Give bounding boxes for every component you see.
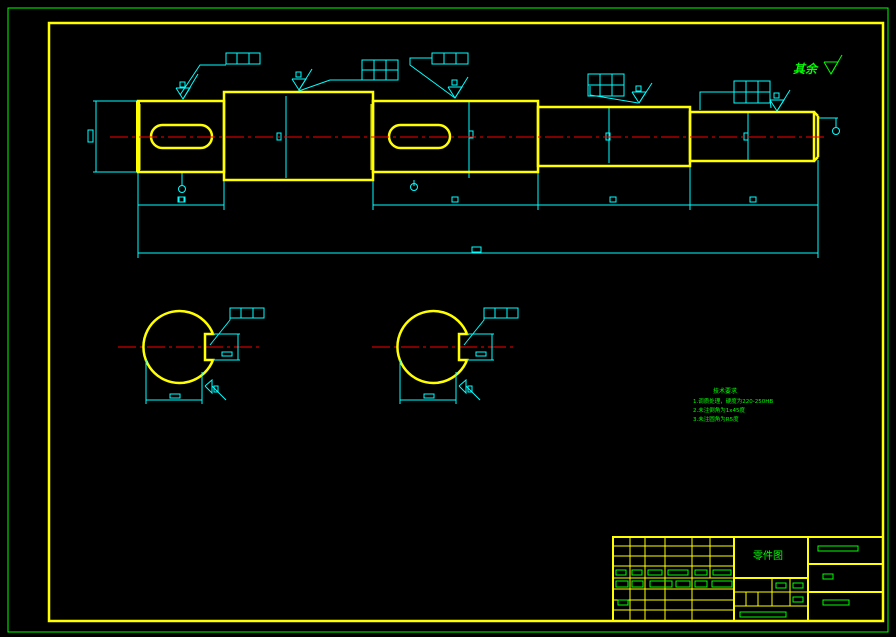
title-block: 零件图 [612,536,884,622]
outer-frame [7,7,889,633]
roughness-note: 其余 [793,54,843,76]
drawing-border [47,21,885,623]
dimension-lines [93,57,838,258]
roughness-note-text: 其余 [793,62,819,76]
technical-requirements: 技术要求 1.调质处理，硬度为220-250HB 2.未注倒角为1x45度 3.… [693,387,773,423]
shaft-main-view [87,52,840,258]
shaft-outline [136,90,820,182]
section-view-left [118,307,265,404]
tech-req-heading: 技术要求 [713,387,737,395]
section-view-right [372,307,519,404]
roughness-symbols [175,68,840,203]
tolerance-frames [87,52,771,253]
title-block-placeholders [615,545,859,618]
tech-req-item-3: 3.未注圆角为R5度 [693,415,739,423]
tech-req-item-1: 1.调质处理，硬度为220-250HB [693,397,773,405]
part-title: 零件图 [753,550,783,562]
tech-req-item-2: 2.未注倒角为1x45度 [693,406,746,414]
